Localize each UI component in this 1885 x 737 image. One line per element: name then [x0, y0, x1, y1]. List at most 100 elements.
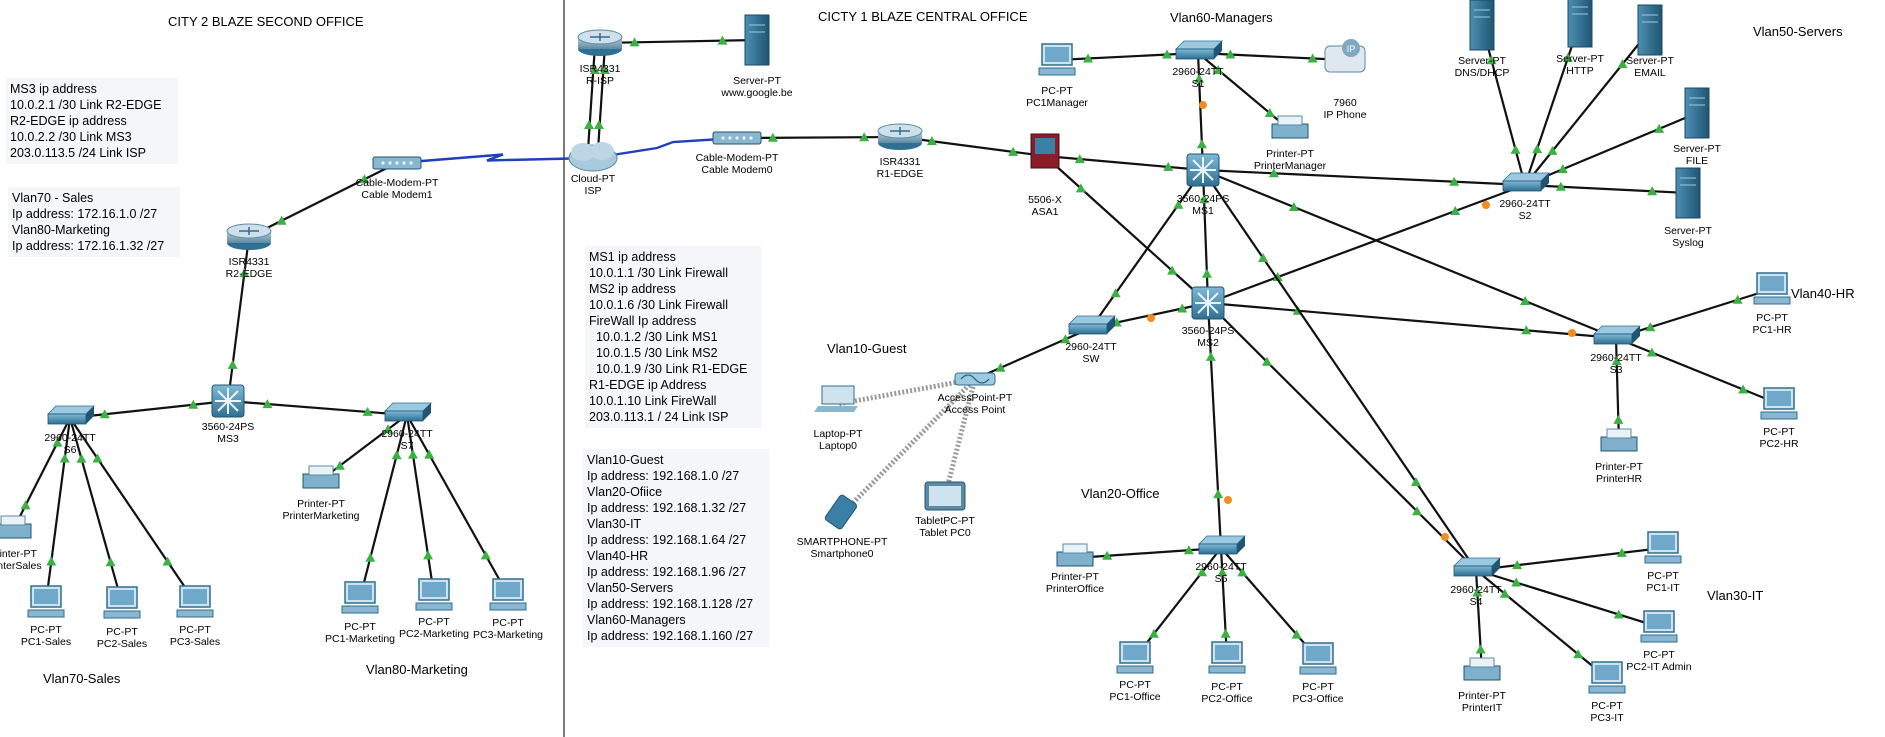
link-r2-ms3[interactable]	[226, 236, 251, 402]
device-pc3mkt[interactable]	[489, 578, 527, 611]
link-s1-pc1mgr[interactable]	[1056, 49, 1199, 63]
link-s2-dns[interactable]	[1480, 24, 1527, 186]
device-syslog[interactable]	[1675, 167, 1701, 219]
device-s3[interactable]	[1593, 325, 1641, 345]
link-isp-router-cloud[interactable]	[594, 44, 610, 151]
device-dns[interactable]	[1469, 0, 1495, 51]
device-phone[interactable]: IP	[1324, 39, 1366, 73]
device-cloud[interactable]	[568, 142, 618, 172]
link-ap-laptop[interactable]	[837, 376, 976, 407]
device-laptop[interactable]	[814, 385, 858, 412]
link-s2-file[interactable]	[1524, 111, 1698, 187]
link-s3-prnhr[interactable]	[1611, 337, 1624, 444]
device-prnhr[interactable]	[1600, 428, 1638, 452]
link-s3-pc2hr[interactable]	[1615, 336, 1780, 406]
link-cloud-modem0[interactable]	[592, 136, 738, 160]
link-modem0-r1[interactable]	[736, 132, 901, 142]
device-pc3it[interactable]	[1588, 661, 1626, 694]
link-ms1-s3[interactable]	[1202, 168, 1617, 340]
device-pc2it[interactable]	[1640, 610, 1678, 643]
device-pc1hr[interactable]	[1753, 272, 1791, 305]
link-sw-ap[interactable]	[974, 326, 1092, 381]
link-s5-pc3off[interactable]	[1220, 547, 1319, 660]
device-tablet[interactable]	[924, 481, 966, 511]
link-s5-prnoff[interactable]	[1074, 545, 1222, 560]
link-s6-prnsales[interactable]	[12, 417, 71, 531]
device-ms1[interactable]	[1186, 153, 1220, 187]
link-s4-pc1it[interactable]	[1475, 546, 1664, 572]
link-ms2-s5[interactable]	[1205, 302, 1224, 549]
link-s1-prnmgr[interactable]	[1197, 52, 1291, 131]
link-s5-pc2off[interactable]	[1217, 547, 1231, 659]
link-s7-pc2mkt[interactable]	[405, 414, 436, 596]
link-s4-pc2it[interactable]	[1475, 568, 1660, 629]
link-s4-pc3it[interactable]	[1475, 569, 1608, 679]
device-ap[interactable]	[954, 372, 996, 386]
device-pc2sales[interactable]	[103, 586, 141, 619]
link-ms1-sw[interactable]	[1090, 169, 1204, 329]
device-r1[interactable]	[877, 123, 923, 150]
link-ms2-s4[interactable]	[1207, 302, 1477, 571]
device-ms3[interactable]	[211, 384, 245, 418]
device-asa[interactable]	[1030, 133, 1060, 169]
device-modem0[interactable]	[712, 131, 762, 145]
device-pc2hr[interactable]	[1760, 387, 1798, 420]
link-ms2-s3[interactable]	[1207, 301, 1617, 340]
device-prnoff[interactable]	[1056, 543, 1094, 567]
link-s5-pc1off[interactable]	[1134, 547, 1222, 659]
link-s7-pc3mkt[interactable]	[406, 414, 509, 596]
device-prnmgr[interactable]	[1271, 115, 1309, 139]
link-s2-syslog[interactable]	[1524, 181, 1689, 196]
device-pc1mkt[interactable]	[341, 581, 379, 614]
link-ap-smart[interactable]	[840, 377, 977, 516]
link-s4-prnit[interactable]	[1472, 569, 1486, 673]
device-prnmkt[interactable]	[302, 465, 340, 489]
device-pc1mgr[interactable]	[1038, 43, 1076, 76]
device-http[interactable]	[1567, 0, 1593, 48]
device-s6[interactable]	[47, 405, 95, 425]
device-file[interactable]	[1684, 87, 1710, 139]
device-ms2[interactable]	[1191, 286, 1225, 320]
device-google[interactable]	[744, 14, 770, 66]
link-ap-tablet[interactable]	[942, 378, 978, 497]
device-pc2mkt[interactable]	[415, 578, 453, 611]
device-pc3off[interactable]	[1299, 642, 1337, 675]
link-modem1-r2[interactable]	[248, 162, 398, 238]
link-s7-pc1mkt[interactable]	[358, 414, 409, 599]
link-s6-pc2sales[interactable]	[68, 417, 124, 604]
link-cloud-modem1[interactable]	[396, 153, 594, 165]
link-ms3-s7[interactable]	[227, 399, 408, 417]
link-s2-http[interactable]	[1523, 21, 1582, 186]
device-s2[interactable]	[1502, 172, 1550, 192]
device-isp_router[interactable]	[577, 29, 623, 56]
link-s1-phone[interactable]	[1197, 49, 1346, 63]
device-smart[interactable]	[824, 494, 858, 530]
link-s2-email[interactable]	[1524, 29, 1651, 186]
link-asa-ms1[interactable]	[1044, 154, 1204, 172]
link-s6-pc3sales[interactable]	[69, 417, 196, 603]
link-isp_router-google[interactable]	[599, 35, 758, 47]
link-r1-asa[interactable]	[899, 135, 1046, 158]
device-pc1sales[interactable]	[27, 585, 65, 618]
device-s7[interactable]	[384, 402, 432, 422]
device-modem1[interactable]	[372, 156, 422, 170]
device-prnit[interactable]	[1463, 657, 1501, 681]
device-pc1it[interactable]	[1644, 531, 1682, 564]
link-ms2-s2[interactable]	[1207, 183, 1526, 305]
device-pc2off[interactable]	[1208, 641, 1246, 674]
device-email[interactable]	[1637, 4, 1663, 56]
link-ms1-s2[interactable]	[1202, 168, 1526, 187]
device-s4[interactable]	[1453, 557, 1501, 577]
link-ms1-s4[interactable]	[1202, 169, 1477, 571]
device-pc1off[interactable]	[1116, 641, 1154, 674]
device-s1[interactable]	[1175, 40, 1223, 60]
device-sw[interactable]	[1068, 315, 1116, 335]
device-r2[interactable]	[226, 223, 272, 250]
link-ms1-s1[interactable]	[1194, 52, 1207, 171]
device-pc3sales[interactable]	[176, 585, 214, 618]
device-prnsales[interactable]	[0, 515, 32, 539]
link-s3-pc1hr[interactable]	[1615, 287, 1773, 340]
link-ms1-ms2[interactable]	[1199, 169, 1212, 304]
device-s5[interactable]	[1198, 535, 1246, 555]
link-ms3-s6[interactable]	[69, 399, 229, 420]
